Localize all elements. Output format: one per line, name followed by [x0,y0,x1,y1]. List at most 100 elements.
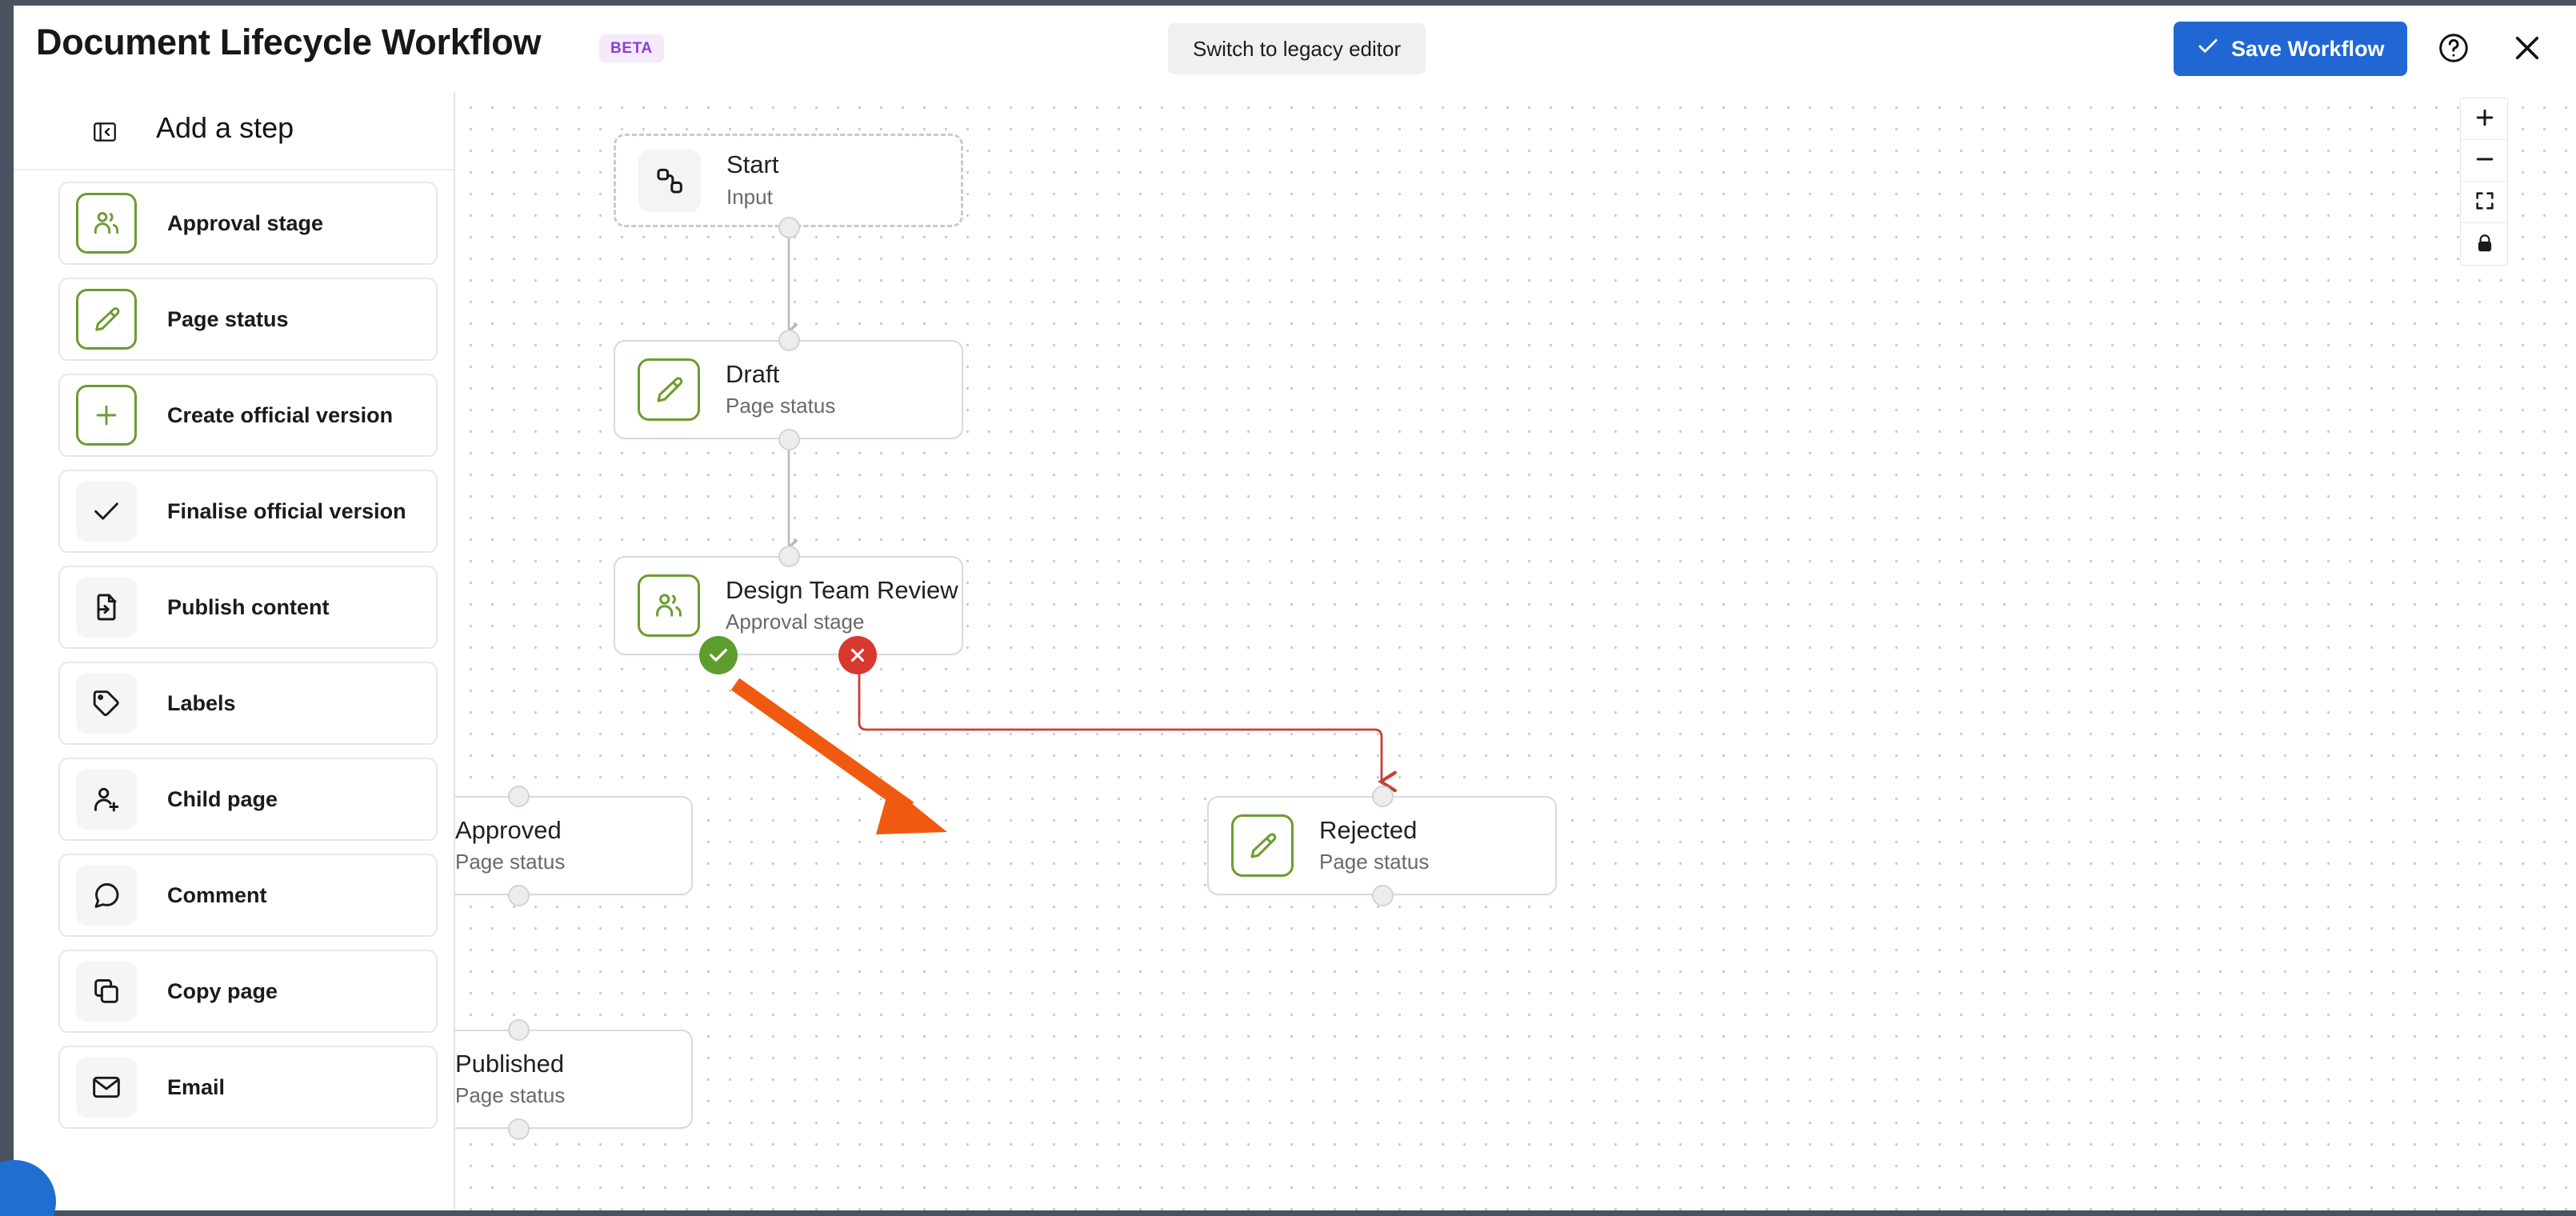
zoom-in-icon [2473,106,2497,132]
beta-badge: BETA [599,34,664,62]
annotation-arrow [730,678,947,834]
sidebar-step-create-official-version[interactable]: Create official version [58,374,438,457]
sidebar-step-finalise-official-version[interactable]: Finalise official version [58,470,438,553]
window-left-edge [0,0,14,1216]
node-subtitle: Page status [726,394,836,418]
node-subtitle: Approval stage [726,610,865,634]
node-title: Start [726,150,779,179]
pencil-icon [76,289,137,350]
sidebar-step-email[interactable]: Email [58,1046,438,1129]
workflow-nodes-icon [638,149,701,212]
sidebar-step-child-page[interactable]: Child page [58,758,438,841]
sidebar-step-label: Page status [167,306,289,331]
node-handle-top-review[interactable] [778,546,800,567]
legacy-button-label: Switch to legacy editor [1193,36,1402,61]
node-title: Rejected [1319,815,1418,844]
copy-icon [76,961,137,1022]
node-subtitle: Page status [455,1083,566,1108]
sidebar-step-publish-content[interactable]: Publish content [58,566,438,649]
reject-badge[interactable] [838,636,877,674]
sidebar-step-labels[interactable]: Labels [58,662,438,745]
sidebar-step-page-status[interactable]: Page status [58,278,438,361]
switch-to-legacy-editor-button[interactable]: Switch to legacy editor [1168,23,1426,74]
zoom-out-button[interactable] [2461,140,2507,182]
fit-view-icon [2474,190,2496,214]
pencil-icon [1231,814,1294,877]
zoom-in-button[interactable] [2461,98,2507,140]
people-icon [76,193,137,254]
node-title: Approved [455,815,562,844]
save-button-label: Save Workflow [2231,36,2385,61]
sidebar-step-label: Child page [167,786,278,811]
page-title: Document Lifecycle Workflow [36,22,542,62]
sidebar-step-copy-page[interactable]: Copy page [58,950,438,1033]
comment-icon [76,865,137,926]
node-subtitle: Input [726,184,773,209]
node-handle-bottom-rejected[interactable] [1371,885,1394,906]
envelope-icon [76,1057,137,1118]
check-icon [2196,34,2220,64]
tag-icon [76,673,137,734]
publish-file-icon [76,577,137,638]
zoom-out-icon [2473,147,2497,174]
question-circle-icon [2437,31,2470,67]
node-handle-top-rejected[interactable] [1371,786,1394,807]
sidebar-step-label: Approval stage [167,210,324,235]
save-workflow-button[interactable]: Save Workflow [2174,22,2407,76]
node-title: Design Team Review [726,575,958,604]
node-handle-bottom-draft[interactable] [778,429,800,450]
node-title: Draft [726,359,780,388]
sidebar-step-label: Labels [167,690,236,715]
sidebar-step-label: Email [167,1074,226,1099]
approve-badge[interactable] [699,636,738,674]
person-plus-icon [76,769,137,830]
node-title: Published [455,1049,565,1078]
node-handle-bottom-published[interactable] [507,1118,530,1140]
sidebar-step-approval-stage[interactable]: Approval stage [58,182,438,265]
sidebar-step-comment[interactable]: Comment [58,854,438,937]
node-handle-top-published[interactable] [507,1019,530,1041]
pencil-icon [638,358,700,421]
close-icon [2510,31,2544,67]
node-handle-bottom-start[interactable] [778,217,800,238]
help-button[interactable] [2431,26,2476,71]
node-handle-top-draft[interactable] [778,330,800,351]
sidebar-step-label: Copy page [167,978,278,1003]
close-button[interactable] [2505,26,2550,71]
window-bottom-edge [0,1210,2576,1216]
lock-icon [2474,232,2495,257]
node-subtitle: Page status [455,850,566,874]
window-top-edge [0,0,2576,6]
panel-collapse-icon[interactable] [90,118,119,146]
sidebar-step-label: Create official version [167,402,394,427]
node-subtitle: Page status [1319,850,1430,874]
sidebar-step-label: Finalise official version [167,498,406,523]
node-handle-top-approved[interactable] [507,786,530,807]
lock-button[interactable] [2461,223,2507,265]
app-header: Document Lifecycle Workflow BETA Switch … [14,6,2576,92]
sidebar-heading: Add a step [156,111,294,144]
sidebar-step-label: Publish content [167,594,330,619]
sidebar-step-label: Comment [167,882,267,907]
plus-icon [76,385,137,446]
people-icon [638,574,700,637]
check-icon [76,481,137,542]
fit-view-button[interactable] [2461,182,2507,223]
sidebar-header: Add a step [14,92,454,170]
node-handle-bottom-approved[interactable] [507,885,530,906]
